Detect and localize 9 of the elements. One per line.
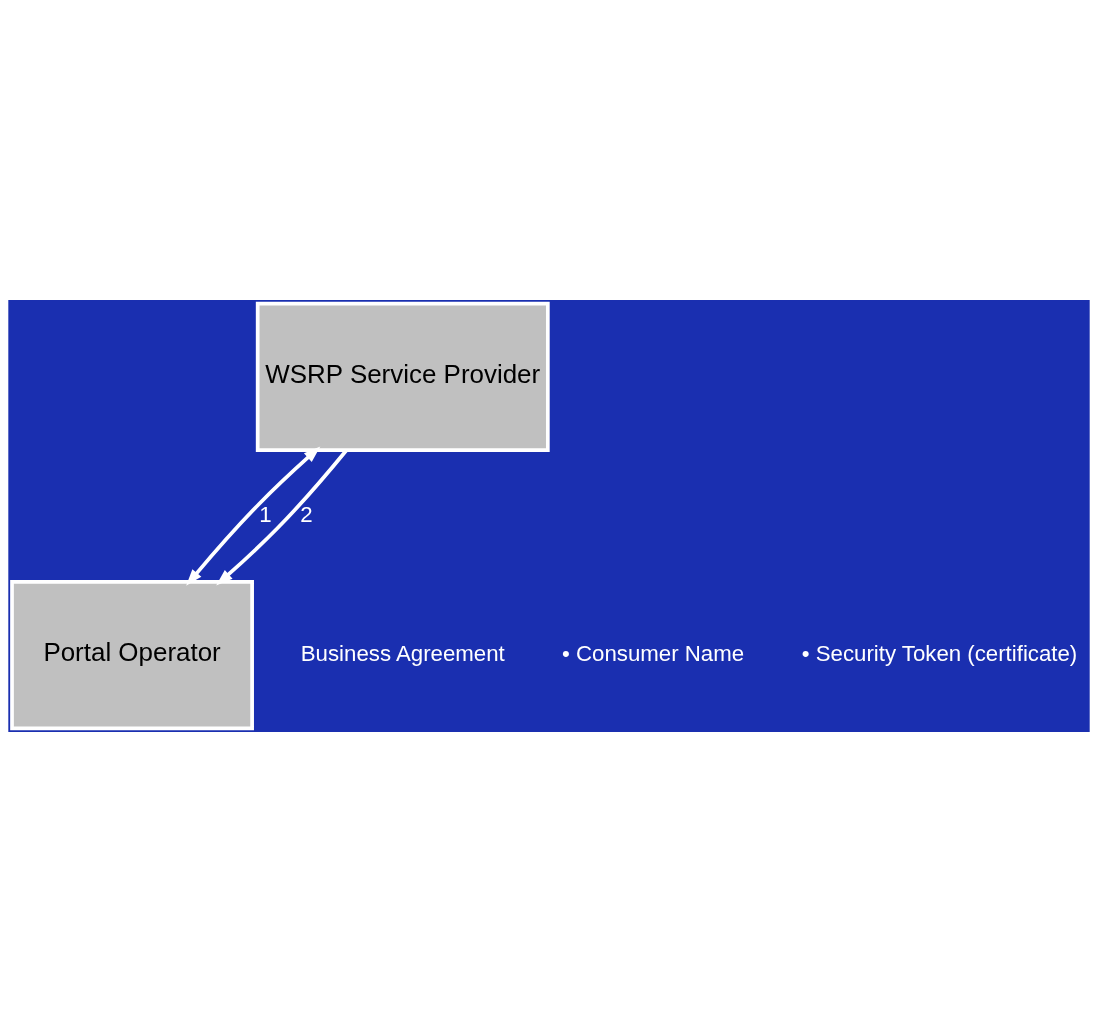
label: • Consumer Name: [562, 640, 745, 666]
edge-label: 1: [259, 501, 272, 527]
label: • Security Token (certificate): [801, 640, 1078, 666]
label: Business Agreement: [300, 640, 505, 666]
edge-label: 2: [300, 501, 313, 527]
arrow: [216, 449, 348, 586]
node-box: Portal Operator: [10, 579, 254, 731]
arrow: [186, 446, 321, 586]
node-box: WSRP Service Provider: [255, 301, 550, 453]
